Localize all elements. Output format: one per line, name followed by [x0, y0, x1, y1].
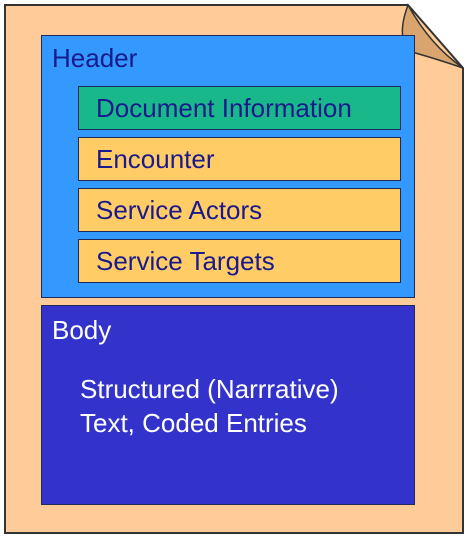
body-description-line: Text, Coded Entries [80, 408, 307, 438]
encounter-box: Encounter [78, 137, 401, 181]
body-description: Structured (Narrrative) Text, Coded Entr… [80, 372, 339, 440]
header-section: Header Document Information Encounter Se… [41, 35, 415, 298]
body-description-line: Structured (Narrrative) [80, 374, 339, 404]
service-actors-box: Service Actors [78, 188, 401, 232]
header-title: Header [52, 43, 138, 73]
service-targets-box: Service Targets [78, 239, 401, 283]
body-title: Body [52, 315, 112, 345]
body-section: Body Structured (Narrrative) Text, Coded… [41, 305, 415, 505]
document-information-box: Document Information [78, 86, 401, 130]
